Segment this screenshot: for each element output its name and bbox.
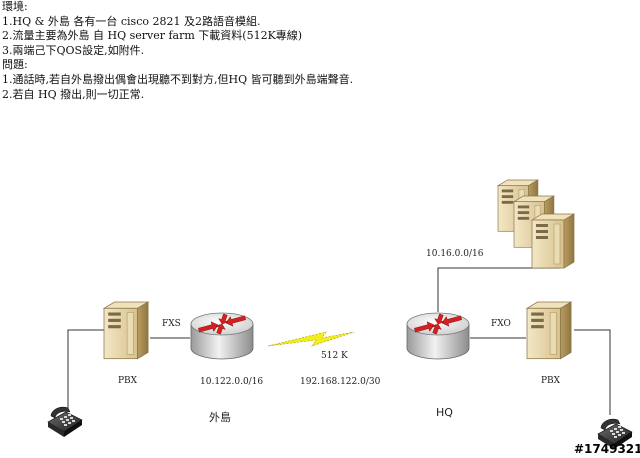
- problem-title: 問題:: [2, 58, 28, 72]
- left-pbx-phone-link: [67, 329, 105, 410]
- right-pbx-icon: [526, 301, 572, 360]
- fxs-label: FXS: [162, 319, 181, 329]
- right-pbx-phone-link: [574, 329, 611, 415]
- right-router-icon: [406, 312, 470, 360]
- left-pbx-label: PBX: [118, 376, 138, 386]
- left-site-label: 外島: [209, 410, 231, 424]
- server-subnet-label: 10.16.0.0/16: [426, 249, 484, 259]
- problem-line-1: 1.通話時,若自外島撥出偶會出現聽不到對方,但HQ 皆可聽到外島端聲音.: [2, 72, 354, 86]
- left-subnet-label: 10.122.0.0/16: [200, 377, 263, 387]
- watermark: #1749321: [574, 442, 640, 456]
- env-line-1: 1.HQ & 外島 各有一台 cisco 2821 及2路語音模組.: [2, 14, 261, 28]
- wan-subnet-label: 192.168.122.0/30: [300, 377, 381, 387]
- fxo-label: FXO: [491, 319, 511, 329]
- env-title: 環境:: [2, 0, 28, 13]
- env-line-2: 2.流量主要為外島 自 HQ server farm 下載資料(512K專線): [2, 29, 303, 43]
- wan-link-icon: [267, 331, 355, 347]
- server-farm-icon: [497, 179, 575, 269]
- problem-line-2: 2.若自 HQ 撥出,則一切正常.: [2, 87, 145, 101]
- notes-block: 環境: 1.HQ & 外島 各有一台 cisco 2821 及2路語音模組. 2…: [2, 0, 353, 102]
- right-pbx-label: PBX: [541, 376, 561, 386]
- env-line-3: 3.兩端己下QOS設定,如附件.: [2, 43, 145, 57]
- wan-speed-label: 512 K: [321, 351, 348, 361]
- left-router-icon: [190, 312, 254, 360]
- left-phone-icon: [47, 406, 83, 438]
- right-site-label: HQ: [436, 406, 453, 419]
- left-pbx-icon: [103, 301, 149, 360]
